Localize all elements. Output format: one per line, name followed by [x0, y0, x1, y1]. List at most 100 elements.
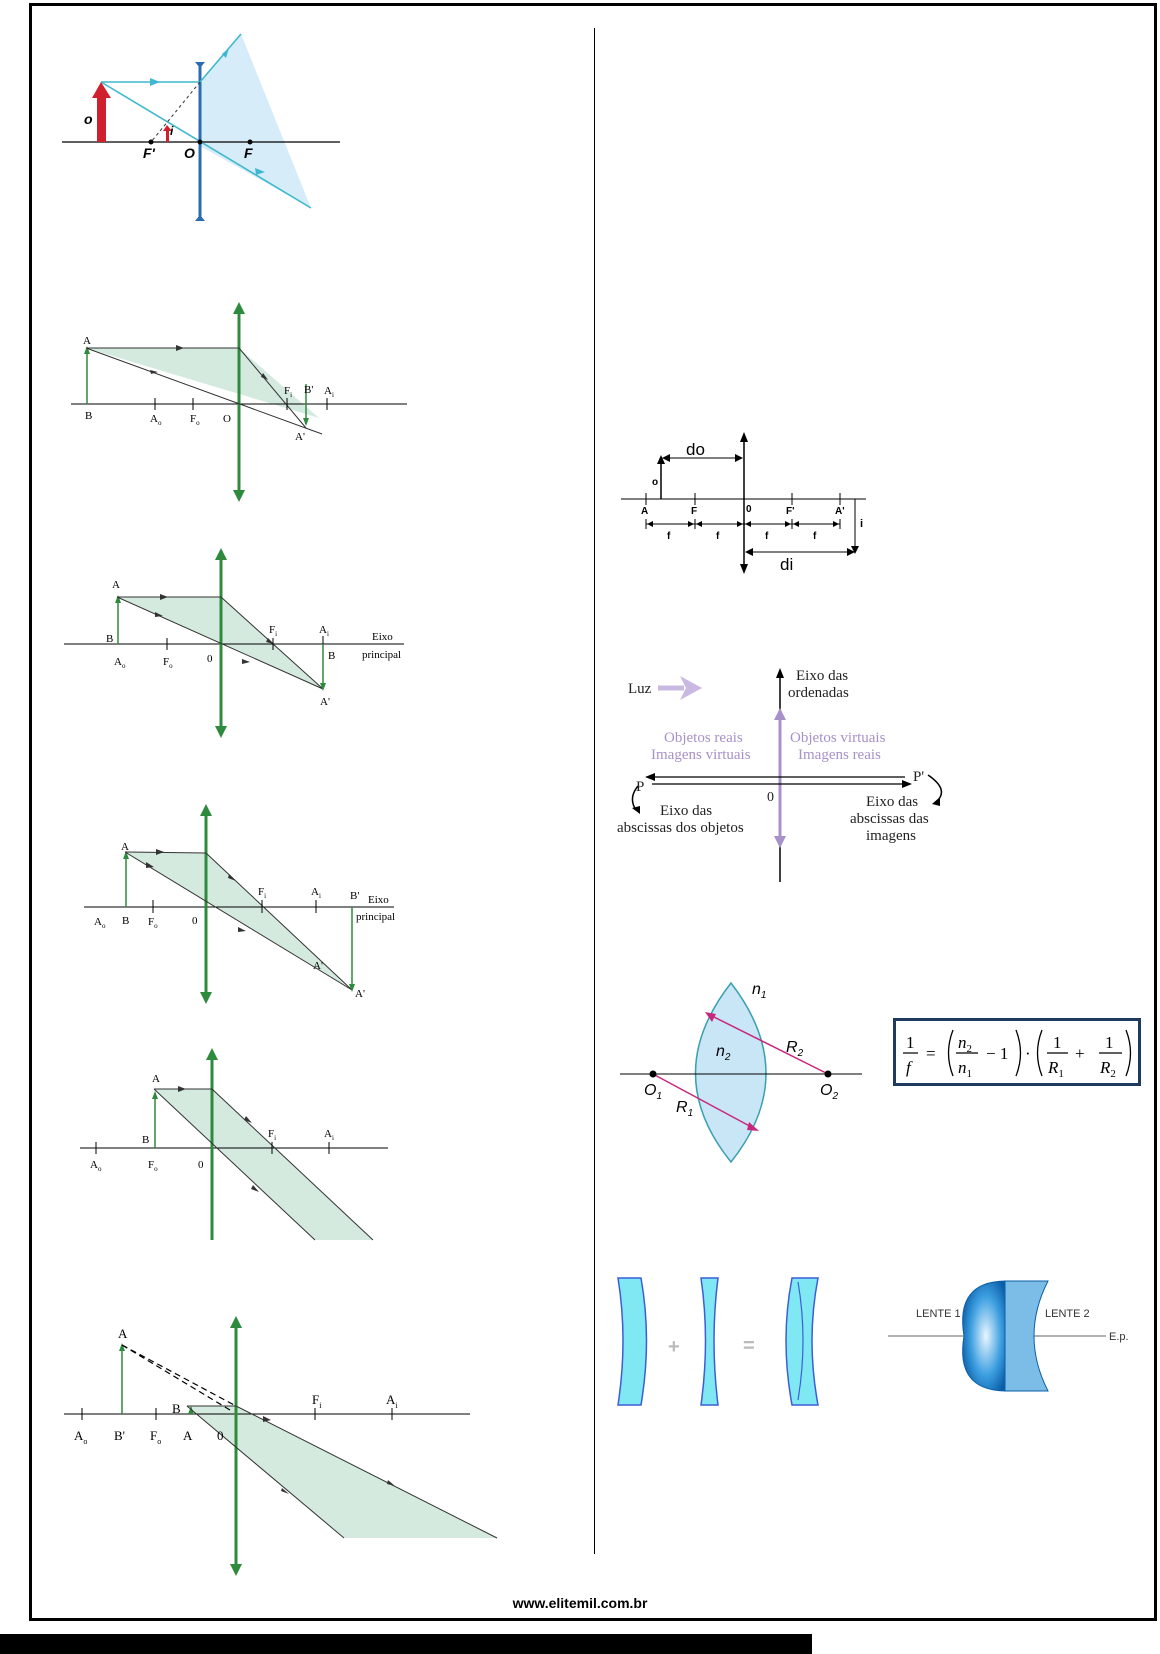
- formula-plus: +: [1075, 1044, 1085, 1063]
- label-Ai: Ai: [386, 1392, 398, 1410]
- right-bottom-label-1: Eixo das: [866, 794, 918, 810]
- formula-R1: R1: [1047, 1058, 1064, 1080]
- formula-one-b: 1: [1105, 1033, 1114, 1052]
- label-Fi: Fi: [312, 1392, 322, 1410]
- label-A: A: [152, 1073, 160, 1085]
- label-i: i: [860, 518, 863, 530]
- label-R1: R1: [676, 1099, 693, 1119]
- label-Ai: Ai: [319, 624, 329, 638]
- label-B: B: [172, 1401, 181, 1416]
- label-Ao: Ao: [94, 916, 106, 930]
- label-Ai: Ai: [324, 1128, 334, 1142]
- lens1-label: LENTE 1: [916, 1308, 961, 1320]
- formula-n2: n2: [958, 1033, 972, 1055]
- label-zero: 0: [198, 1159, 204, 1171]
- formula-equals: =: [926, 1044, 936, 1063]
- combination-plus: +: [668, 1336, 680, 1358]
- formula-R2: R2: [1099, 1058, 1116, 1080]
- axis-label-1: Eixo: [372, 631, 393, 643]
- left-top-label-1: Objetos reais: [664, 730, 743, 746]
- label-f-4: f: [813, 531, 817, 542]
- formula-one-numerator: 1: [906, 1033, 915, 1052]
- lens2-label: LENTE 2: [1045, 1308, 1090, 1320]
- formula-minus-one: − 1: [986, 1044, 1008, 1063]
- axis-label-2: principal: [362, 649, 401, 661]
- label-Pp: P': [913, 769, 924, 785]
- label-zero: 0: [746, 504, 752, 515]
- label-A: A: [121, 841, 129, 853]
- label-A: A: [118, 1326, 128, 1341]
- label-Ap2: A': [313, 960, 323, 972]
- axis-label: E.p.: [1109, 1331, 1129, 1343]
- label-do: do: [686, 440, 705, 459]
- left-bottom-label-1: Eixo das: [660, 803, 712, 819]
- label-o: o: [652, 477, 658, 488]
- formula-dot: ·: [1025, 1044, 1031, 1063]
- label-Ao: Ao: [150, 413, 162, 427]
- label-Ap: A': [835, 506, 845, 517]
- ordinate-label-2: ordenadas: [788, 685, 849, 701]
- label-Ap: A': [320, 696, 330, 708]
- luz-label: Luz: [628, 681, 652, 697]
- label-Fo: Fo: [150, 1428, 161, 1446]
- label-Fi: Fi: [269, 624, 277, 638]
- label-Ao: Ao: [74, 1428, 87, 1446]
- label-Bp: B': [350, 890, 359, 902]
- right-top-label-1: Objetos virtuais: [790, 730, 886, 746]
- label-n1: n1: [752, 981, 766, 1001]
- label-Ao: Ao: [90, 1159, 102, 1173]
- label-B2: B: [328, 650, 335, 662]
- label-f-1: f: [667, 531, 671, 542]
- label-Ai: Ai: [324, 385, 334, 399]
- label-Bp: B': [114, 1428, 125, 1443]
- label-A2: A: [183, 1428, 193, 1443]
- label-Fi: Fi: [268, 1128, 276, 1142]
- formula-n1: n1: [958, 1058, 972, 1080]
- label-B: B: [85, 410, 92, 422]
- label-zero: 0: [207, 653, 213, 665]
- label-R2: R2: [786, 1039, 804, 1059]
- bottom-bar: [0, 1634, 812, 1654]
- label-B: B: [122, 915, 129, 927]
- label-Fp: F': [786, 506, 795, 517]
- label-F: F: [691, 506, 697, 517]
- focus-right-label: F: [244, 145, 253, 161]
- label-di: di: [780, 555, 793, 574]
- label-Bp: B': [304, 384, 313, 396]
- label-P: P: [636, 779, 644, 795]
- ordinate-label-1: Eixo das: [796, 668, 848, 684]
- combination-equals: =: [743, 1335, 755, 1357]
- left-top-label-2: Imagens virtuais: [651, 747, 751, 763]
- label-f-3: f: [765, 531, 769, 542]
- label-Ai: Ai: [311, 886, 321, 900]
- footer-url[interactable]: www.elitemil.com.br: [512, 1595, 648, 1611]
- formula-one-a: 1: [1053, 1033, 1062, 1052]
- label-Fo: Fo: [190, 413, 200, 427]
- label-zero: 0: [217, 1428, 224, 1443]
- label-f-2: f: [716, 531, 720, 542]
- page-frame: [29, 3, 1157, 1621]
- label-Fo: Fo: [163, 656, 173, 670]
- label-Ao: Ao: [114, 656, 126, 670]
- label-Fo: Fo: [148, 916, 158, 930]
- label-n2: n2: [716, 1043, 731, 1063]
- axis-label-2: principal: [356, 911, 395, 923]
- label-A: A: [112, 579, 120, 591]
- column-divider: [594, 28, 595, 1554]
- label-B: B: [142, 1134, 149, 1146]
- image-label: i: [170, 124, 174, 138]
- focus-left-label: F': [143, 145, 156, 161]
- label-Fi: Fi: [258, 886, 266, 900]
- label-Fi: Fi: [284, 385, 292, 399]
- label-zero: 0: [192, 915, 198, 927]
- label-O: O: [223, 413, 231, 425]
- label-Fo: Fo: [148, 1159, 158, 1173]
- axis-label-1: Eixo: [368, 894, 389, 906]
